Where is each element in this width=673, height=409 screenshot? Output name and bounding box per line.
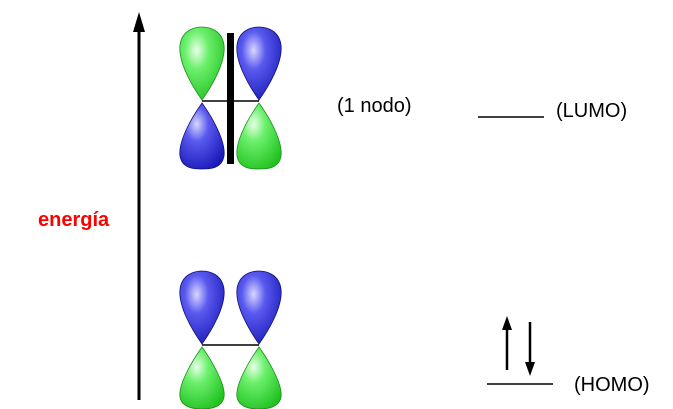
lobe-blue-top [179,270,225,345]
electron-spin-up-arrow [502,316,512,370]
lobe-blue-top [236,26,282,101]
bonding-left-p-orbital [179,270,225,409]
axis-arrowhead [133,12,145,32]
antibonding-orbital [179,26,282,170]
lobe-blue-top [236,270,282,345]
node-count-label: (1 nodo) [337,95,412,117]
energy-axis [133,12,145,400]
bonding-right-p-orbital [236,270,282,409]
lobe-green-bottom [179,346,225,409]
lumo-label: (LUMO) [556,100,628,122]
bonding-orbital [179,270,282,409]
electron-spin-down-arrow [525,322,535,376]
antibonding-right-p-orbital [236,26,282,170]
lobe-green-bottom [236,346,282,409]
lobe-green-bottom [236,102,282,170]
nodal-plane [227,33,234,164]
antibonding-left-p-orbital [179,26,225,170]
energy-axis-label: energía [38,209,110,231]
lobe-blue-bottom [179,102,225,170]
lobe-green-top [179,26,225,101]
homo-label: (HOMO) [574,374,650,396]
homo-level [487,316,553,385]
